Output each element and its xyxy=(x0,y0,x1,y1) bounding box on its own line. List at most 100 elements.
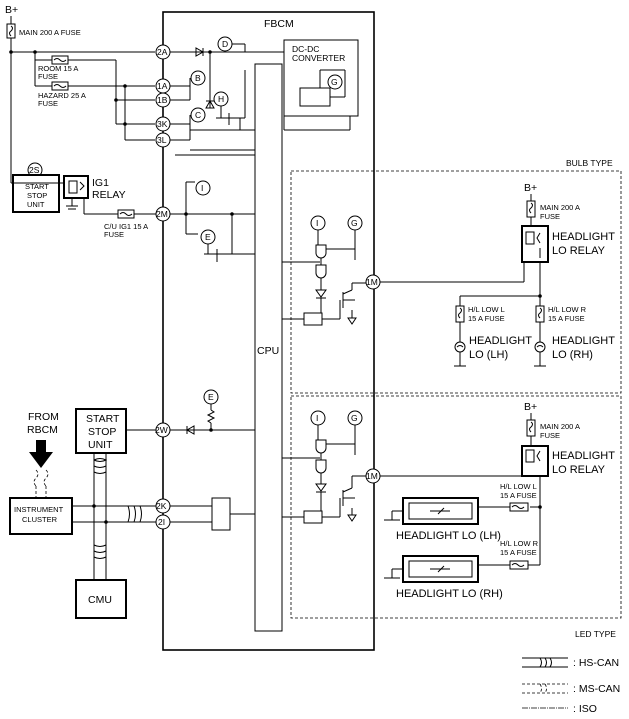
main-200a-bulb-1: MAIN 200 A xyxy=(540,203,580,212)
cu-ig1-fuse-label-2: FUSE xyxy=(104,230,124,239)
hl-low-l-bulb-1: H/L LOW L xyxy=(468,305,505,314)
terminal-2a: 2A xyxy=(157,47,168,57)
cpu-block xyxy=(254,63,283,632)
terminal-1a: 1A xyxy=(157,81,168,91)
from-rbcm-arrow-icon xyxy=(29,440,53,468)
hl-low-l-led-1: H/L LOW L xyxy=(500,482,537,491)
legend-hs-can: : HS-CAN xyxy=(573,657,619,669)
hl-low-r-bulb-2: 15 A FUSE xyxy=(548,314,585,323)
headlight-rh-bulb-2: LO (RH) xyxy=(552,349,593,361)
node-i-mid: I xyxy=(201,183,203,193)
node-g-led: G xyxy=(351,413,358,423)
headlight-lh-bulb-2: LO (LH) xyxy=(469,349,508,361)
legend-ms-can: : MS-CAN xyxy=(573,683,620,695)
room-hazard-fuses: ROOM 15 A FUSE HAZARD 25 A FUSE xyxy=(33,50,155,141)
bulb-relay-circuit: B+ MAIN 200 A FUSE HEADLIGHT LO RELAY H/… xyxy=(454,182,615,367)
bplus-bulb-label: B+ xyxy=(524,182,537,194)
legend-iso: : ISO xyxy=(573,703,597,715)
instrument-cluster xyxy=(9,497,73,535)
start-stop-lower-2: STOP xyxy=(88,426,116,438)
terminal-2i: 2I xyxy=(158,517,165,527)
hl-low-r-led-2: 15 A FUSE xyxy=(500,548,537,557)
bulb-type-label: BULB TYPE xyxy=(566,158,613,168)
from-rbcm: FROM RBCM xyxy=(27,411,59,487)
headlight-lo-rh-led: HEADLIGHT LO (RH) xyxy=(396,588,503,600)
terminal-2m: 2M xyxy=(156,209,168,219)
start-stop-upper-1: START xyxy=(25,182,49,191)
from-rbcm-label-1: FROM xyxy=(28,411,59,423)
node-i-led: I xyxy=(316,413,318,423)
terminal-3k: 3K xyxy=(157,119,168,129)
dcdc-label-1: DC-DC xyxy=(292,44,319,54)
main-200a-led-2: FUSE xyxy=(540,431,560,440)
ig1-relay-label-2: RELAY xyxy=(92,189,126,201)
node-i-bulb: I xyxy=(316,218,318,228)
hl-low-r-led-1: H/L LOW R xyxy=(500,539,539,548)
ig1-relay-label-1: IG1 xyxy=(92,177,109,189)
fbcm-internal-power: D B C H DC-DC CONVERTER G xyxy=(170,36,359,156)
node-h: H xyxy=(218,94,224,104)
bulb-lh-symbol xyxy=(454,341,466,353)
cpu-label: CPU xyxy=(257,345,279,357)
start-stop-lower-3: UNIT xyxy=(88,439,113,451)
terminal-1b: 1B xyxy=(157,95,168,105)
cmu-label: CMU xyxy=(88,594,112,606)
from-rbcm-label-2: RBCM xyxy=(27,424,58,436)
hl-relay-led-2: LO RELAY xyxy=(552,464,606,476)
start-stop-unit-upper xyxy=(12,174,60,213)
legend: : HS-CAN : MS-CAN : ISO xyxy=(522,657,620,715)
room-fuse-label-1: ROOM 15 A xyxy=(38,64,78,73)
headlight-lh-bulb-1: HEADLIGHT xyxy=(469,335,532,347)
cu-ig1-fuse-label-1: C/U IG1 15 A xyxy=(104,222,148,231)
led-type-label: LED TYPE xyxy=(575,629,616,639)
hazard-fuse-label-2: FUSE xyxy=(38,99,58,108)
bplus-label: B+ xyxy=(5,4,18,16)
bulb-rh-symbol xyxy=(534,341,546,353)
hazard-fuse-label-1: HAZARD 25 A xyxy=(38,91,86,100)
main-fuse-label: MAIN 200 A FUSE xyxy=(19,28,81,37)
node-b-top: B xyxy=(195,73,201,83)
bulb-type-box xyxy=(290,170,622,394)
hl-relay-bulb-2: LO RELAY xyxy=(552,245,606,257)
fbcm-module xyxy=(162,11,375,651)
dcdc-label-2: CONVERTER xyxy=(292,53,345,63)
headlight-rh-bulb-1: HEADLIGHT xyxy=(552,335,615,347)
terminal-2s: 2S xyxy=(29,165,40,175)
hl-low-r-bulb-1: H/L LOW R xyxy=(548,305,587,314)
hl-relay-led-1: HEADLIGHT xyxy=(552,450,615,462)
start-stop-upper-2: STOP xyxy=(27,191,47,200)
node-g-bulb: G xyxy=(351,218,358,228)
terminal-2k: 2K xyxy=(156,501,167,511)
terminal-1m-led: 1M xyxy=(366,471,378,481)
room-fuse-label-2: FUSE xyxy=(38,72,58,81)
node-e-lower: E xyxy=(208,392,214,402)
terminal-2w: 2W xyxy=(155,425,168,435)
terminal-1m-bulb: 1M xyxy=(366,277,378,287)
instrument-label-2: CLUSTER xyxy=(22,515,58,524)
headlight-lo-lh-led: HEADLIGHT LO (LH) xyxy=(396,530,501,542)
led-type-box xyxy=(290,395,622,619)
start-stop-ig1: 2S START STOP UNIT IG1 RELAY C/U IG1 15 … xyxy=(11,162,156,239)
led-driver-circuit: I G 1M xyxy=(282,410,524,524)
start-stop-upper-3: UNIT xyxy=(27,200,45,209)
bplus-led-label: B+ xyxy=(524,401,537,413)
can-network xyxy=(72,453,255,580)
start-stop-lower-1: START xyxy=(86,413,120,425)
hl-low-l-led-2: 15 A FUSE xyxy=(500,491,537,500)
led-relay-circuit: B+ MAIN 200 A FUSE HEADLIGHT LO RELAY H/… xyxy=(384,401,615,600)
fbcm-ig-lines: I E xyxy=(170,180,255,262)
node-c-top: C xyxy=(195,110,201,120)
hl-relay-bulb-1: HEADLIGHT xyxy=(552,231,615,243)
main-200a-bulb-2: FUSE xyxy=(540,212,560,221)
node-e-mid: E xyxy=(205,232,211,242)
cmu-module xyxy=(75,579,127,619)
terminal-3l: 3L xyxy=(157,135,167,145)
node-g-top: G xyxy=(331,77,338,87)
instrument-label-1: INSTRUMENT xyxy=(14,505,64,514)
start-stop-signal: E xyxy=(170,389,255,435)
bulb-driver-circuit: I G 1M xyxy=(282,215,524,326)
main-200a-led-1: MAIN 200 A xyxy=(540,422,580,431)
fbcm-label: FBCM xyxy=(264,18,294,30)
node-d-top: D xyxy=(222,39,228,49)
